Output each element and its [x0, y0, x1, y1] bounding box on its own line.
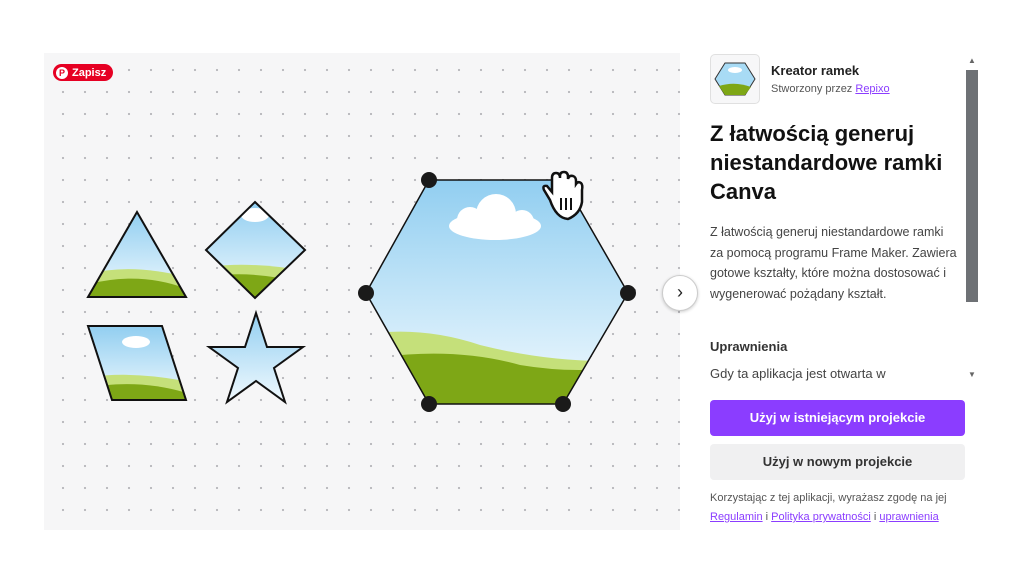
scrollbar-thumb[interactable] — [966, 70, 978, 302]
permissions-link[interactable]: uprawnienia — [879, 511, 939, 523]
author-link[interactable]: Repixo — [855, 83, 890, 95]
app-icon — [710, 54, 760, 104]
use-in-existing-project-button[interactable]: Użyj w istniejącym projekcie — [710, 400, 965, 436]
permissions-heading: Uprawnienia — [710, 339, 788, 354]
app-author: Stworzony przez Repixo — [771, 83, 890, 95]
hexagon-frame — [366, 180, 628, 404]
app-description: Z łatwością generuj niestandardowe ramki… — [710, 225, 957, 301]
terms-notice: Korzystając z tej aplikacji, wyrażasz zg… — [710, 492, 947, 523]
terms-link[interactable]: Regulamin — [710, 511, 763, 523]
use-in-new-project-button[interactable]: Użyj w nowym projekcie — [710, 444, 965, 480]
pinterest-icon: P — [56, 66, 68, 79]
app-name: Kreator ramek — [771, 63, 860, 78]
triangle-frame — [88, 212, 186, 297]
app-title: Z łatwością generuj niestandardowe ramki… — [710, 121, 943, 204]
next-slide-button[interactable]: › — [662, 275, 698, 311]
scroll-up-icon[interactable]: ▲ — [968, 56, 976, 65]
panel-scrollbar[interactable]: ▲▼ — [966, 56, 978, 380]
diamond-frame — [206, 202, 305, 298]
star-frame — [209, 313, 303, 402]
privacy-link[interactable]: Polityka prywatności — [771, 511, 871, 523]
permissions-text: Gdy ta aplikacja jest otwarta w — [710, 366, 886, 381]
hand-cursor-icon — [542, 170, 584, 221]
scroll-down-icon[interactable]: ▼ — [968, 370, 976, 379]
